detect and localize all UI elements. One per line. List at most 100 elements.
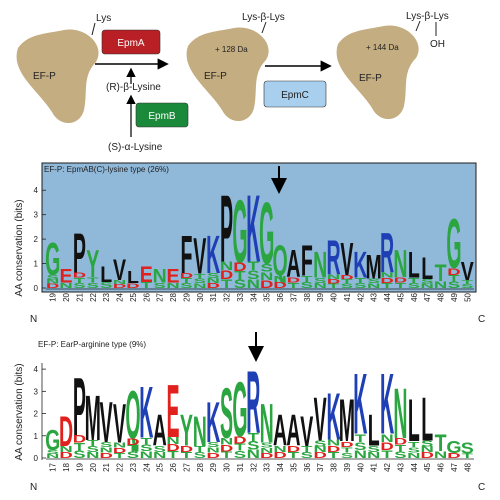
x-tick-label: 17 [49, 462, 58, 471]
logo-letter: D [260, 451, 273, 459]
logo-letter: G [446, 437, 461, 457]
logo-letter: S [234, 450, 246, 461]
epmc-box [263, 80, 327, 108]
logo-letter: N [421, 445, 434, 454]
logo-letter: T [448, 274, 459, 284]
logo-letter: T [381, 448, 393, 460]
logo-letter: R [327, 230, 341, 285]
logo-letter: D [394, 276, 407, 285]
logo-letter: T [248, 432, 260, 445]
logo-letter: D [233, 261, 246, 274]
logo-letter: S [368, 277, 380, 285]
logo-letter: A [273, 407, 287, 456]
y-tick-label: 0 [34, 284, 39, 293]
logo-letter: S [394, 450, 407, 460]
logo-letter: S [247, 269, 259, 282]
x-tick-label: 33 [236, 292, 245, 301]
x-tick-label: 22 [89, 292, 98, 301]
logo-letter: N [314, 445, 327, 454]
x-tick-label: 47 [423, 292, 432, 301]
logo-letter: N [153, 266, 167, 288]
epma-box [101, 29, 161, 55]
logo-letter: D [220, 269, 233, 282]
logo-letter: T [221, 450, 232, 460]
logo-letter: D [99, 451, 112, 459]
logo-letter: S [448, 280, 461, 290]
logo-letter: N [260, 392, 274, 455]
logo-letter: S [87, 281, 99, 290]
logo-letter: N [113, 441, 126, 449]
logo-letter: K [246, 175, 260, 282]
logo-letter: L [421, 250, 433, 286]
logo-letter: E [167, 266, 180, 288]
x-tick-label: 46 [437, 462, 446, 471]
logo-letter: N [273, 275, 286, 284]
logo-letter: T [127, 444, 138, 454]
x-tick-label: 36 [303, 462, 312, 471]
logo-letter: S [261, 441, 273, 449]
x-tick-label: 22 [116, 462, 125, 471]
x-tick-label: 20 [62, 292, 71, 301]
logo-letter: S [261, 262, 273, 275]
logo-letter: S [73, 449, 85, 461]
logo-letter: E [167, 368, 180, 453]
logo-letter: S [301, 281, 314, 290]
logo-letter: T [234, 270, 246, 283]
logo-letter: G [45, 425, 60, 457]
x-tick-label: 34 [276, 462, 285, 471]
logo-letter: N [206, 446, 219, 454]
x-tick-label: 32 [223, 292, 232, 301]
logo-letter: N [166, 436, 179, 447]
logo-letter: V [193, 229, 206, 286]
logo-letter: N [153, 451, 166, 461]
logo-letter: T [408, 276, 420, 284]
epmc-label: EpmC [281, 90, 309, 101]
logo-letter: T [381, 281, 393, 289]
x-tick-label: 48 [437, 292, 446, 301]
logo-letter: S [314, 276, 326, 284]
logo-letter: N [393, 242, 407, 286]
logo-letter: T [395, 444, 406, 454]
x-tick-label: 23 [129, 462, 138, 471]
logo-letter: V [461, 256, 474, 286]
logo-letter: K [139, 372, 153, 454]
y-tick-label: 1 [34, 432, 39, 441]
x-tick-label: 28 [196, 462, 205, 471]
logo-letter: T [341, 278, 353, 285]
logo-letter: N [273, 445, 286, 455]
logo-2-title: EF-P: EarP-arginine type (9%) [38, 340, 146, 349]
x-tick-label: 27 [182, 462, 191, 471]
logo-letter: S [421, 440, 433, 449]
logo-letter: S [47, 449, 59, 455]
epma-label: EpmA [117, 38, 145, 49]
x-tick-label: 40 [330, 292, 339, 301]
x-tick-label: 49 [450, 292, 459, 301]
logo-letter: D [394, 437, 407, 447]
logo-letter: T [435, 259, 447, 287]
logo-letter: D [287, 445, 300, 455]
x-tick-label: 44 [410, 462, 419, 471]
logo-letter: N [247, 448, 260, 461]
logo-letter: T [74, 441, 86, 453]
x-tick-label: 38 [330, 462, 339, 471]
logo-letter: T [328, 282, 340, 289]
logo-letter: D [380, 440, 393, 452]
logo-letter: D [447, 267, 460, 277]
logo-letter: T [462, 280, 474, 286]
logo-letter: D [113, 446, 126, 454]
x-tick-label: 39 [316, 292, 325, 301]
logo-letter: S [180, 282, 192, 290]
logo-1-c-label: C [478, 314, 485, 325]
logo-letter: S [154, 281, 166, 290]
x-tick-label: 26 [142, 292, 151, 301]
logo-letter: N [99, 446, 112, 454]
logo-letter: S [408, 446, 420, 455]
logo-letter: S [100, 281, 113, 290]
logo-letter: L [100, 263, 112, 287]
logo-letter: D [421, 451, 434, 460]
x-tick-label: 18 [62, 462, 71, 471]
mass-144-label: + 144 Da [366, 43, 399, 52]
x-tick-label: 24 [116, 292, 125, 301]
